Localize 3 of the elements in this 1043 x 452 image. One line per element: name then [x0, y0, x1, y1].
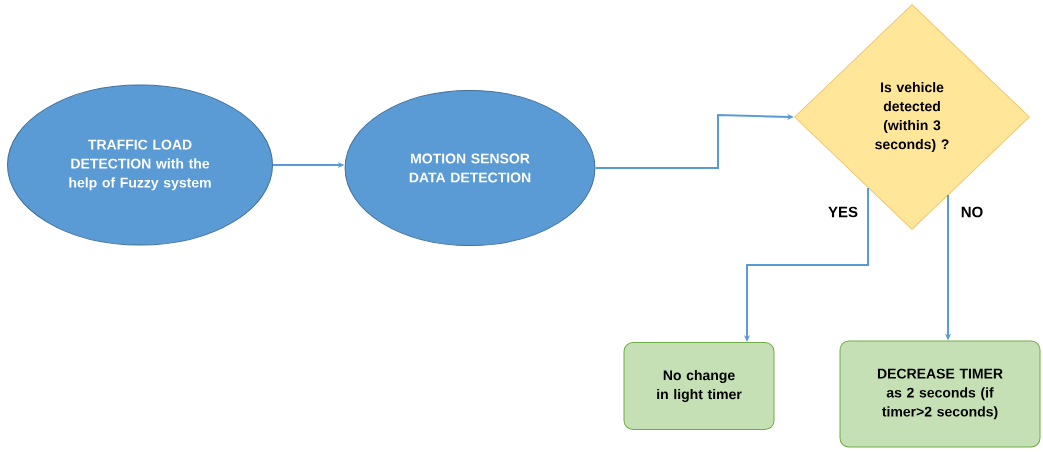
arrow: [594, 113, 794, 169]
result-box: DECREASE TIMER as 2 seconds (if timer>2 seconds): [839, 340, 1041, 448]
result-box: No change in light timer: [623, 342, 775, 430]
